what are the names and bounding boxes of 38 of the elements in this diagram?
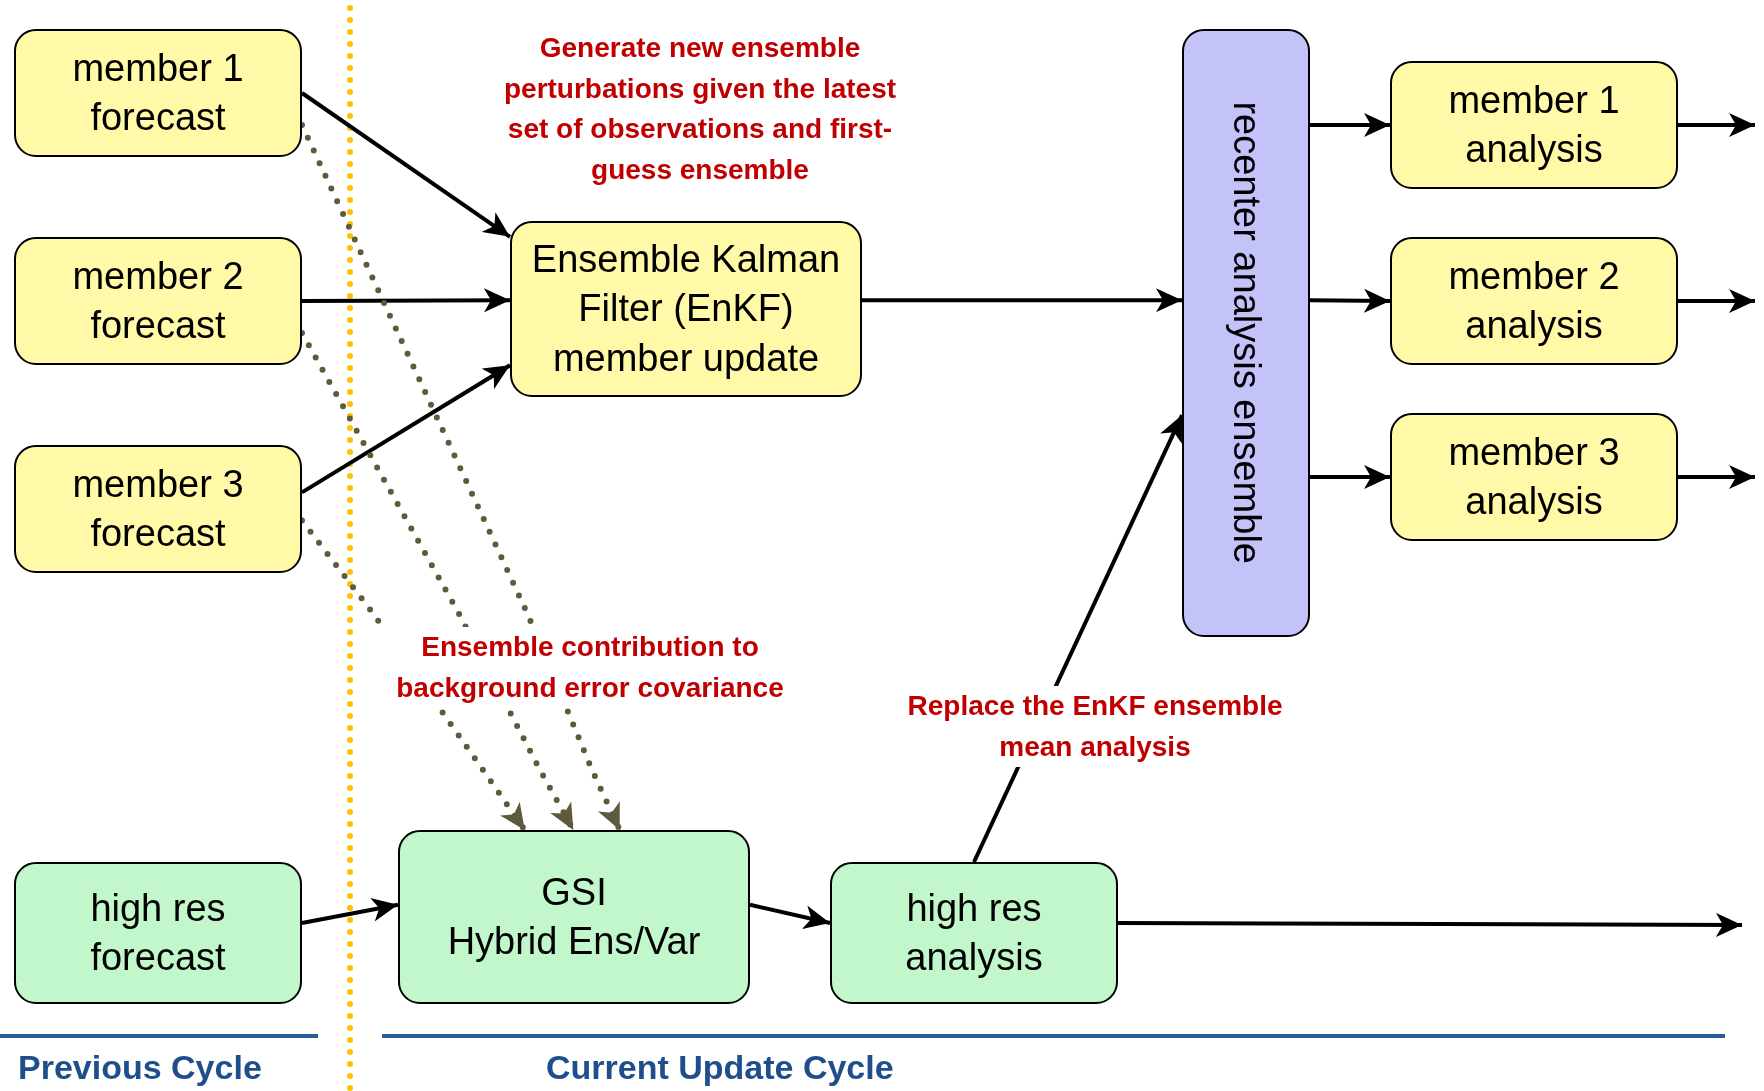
analysis-box bbox=[1390, 237, 1678, 365]
arrow bbox=[1309, 288, 1391, 313]
node-text: GSI bbox=[540, 869, 608, 915]
arrow bbox=[1310, 113, 1390, 137]
node-text: member 3 analysis bbox=[1447, 429, 1621, 524]
process-box bbox=[510, 221, 862, 397]
arrow bbox=[1118, 912, 1742, 937]
node-text: high res forecast bbox=[89, 885, 227, 980]
forecast-box bbox=[14, 862, 302, 1004]
arrow bbox=[1678, 289, 1755, 313]
arrow bbox=[301, 897, 399, 926]
analysis-box bbox=[1390, 413, 1678, 541]
arrow bbox=[300, 363, 512, 495]
process-box bbox=[398, 830, 750, 1004]
node-text: recenter analysis ensemble bbox=[1224, 101, 1269, 565]
analysis-box bbox=[830, 862, 1118, 1004]
arrow bbox=[1678, 113, 1755, 137]
process-box bbox=[1182, 29, 1310, 637]
node-text: member 2 forecast bbox=[71, 253, 245, 348]
arrow bbox=[300, 91, 512, 239]
node-text: Hybrid Ens/Var bbox=[446, 919, 702, 964]
forecast-box bbox=[14, 237, 302, 365]
arrow bbox=[749, 902, 831, 929]
node-text: member 1 forecast bbox=[71, 45, 245, 140]
cycle-label: Current Update Cycle bbox=[546, 1048, 895, 1087]
node-text: Ensemble Kalman Filter (EnKF) member update bbox=[530, 236, 842, 381]
arrow bbox=[1678, 465, 1755, 489]
cycle-label: Previous Cycle bbox=[18, 1048, 263, 1087]
analysis-box bbox=[1390, 61, 1678, 189]
node-text: high res analysis bbox=[904, 885, 1044, 980]
forecast-box bbox=[14, 445, 302, 573]
arrow bbox=[862, 288, 1182, 313]
node-text: member 2 analysis bbox=[1447, 253, 1621, 348]
arrow bbox=[1310, 465, 1390, 490]
node-text: member 1 analysis bbox=[1447, 77, 1621, 172]
arrow bbox=[302, 288, 510, 313]
forecast-box bbox=[14, 29, 302, 157]
node-text: member 3 forecast bbox=[71, 461, 245, 556]
